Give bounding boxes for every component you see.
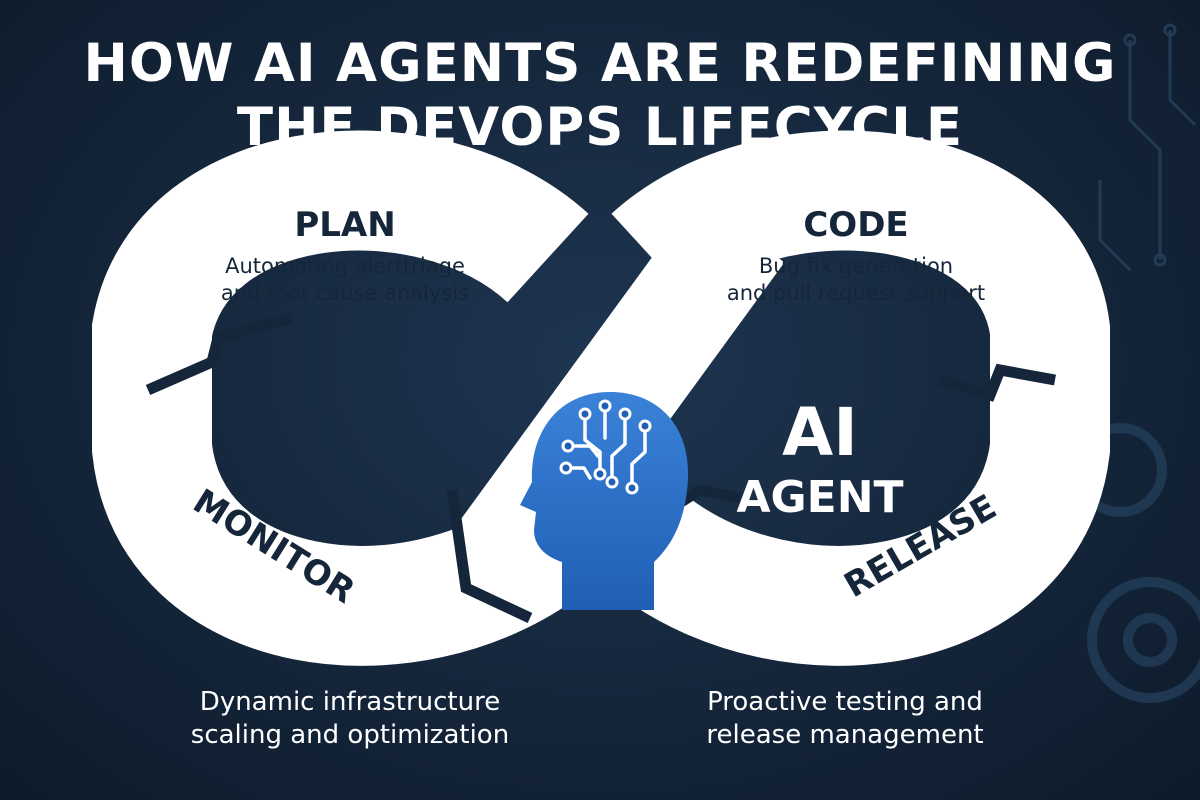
release-caption-line1: Proactive testing and	[707, 687, 983, 717]
monitor-caption: Dynamic infrastructure scaling and optim…	[170, 686, 530, 752]
ai-agent-title-line1: AI	[782, 394, 858, 471]
code-label: CODE	[803, 205, 908, 245]
background-circuit-decoration	[1098, 23, 1197, 272]
ai-agent-title-line2: AGENT	[736, 472, 903, 523]
release-caption: Proactive testing and release management	[665, 686, 1025, 752]
plan-label: PLAN	[294, 205, 395, 245]
title-line1: HOW AI AGENTS ARE REDEFINING	[83, 33, 1117, 94]
page-title: HOW AI AGENTS ARE REDEFINING THE DEVOPS …	[0, 32, 1200, 160]
plan-description-line2: and root cause analysis	[221, 281, 469, 305]
title-line2: THE DEVOPS LIFECYCLE	[236, 97, 964, 158]
left-loop-band	[92, 130, 589, 666]
right-loop-band	[611, 130, 1110, 666]
separator-plan-monitor	[145, 312, 294, 396]
code-description-line1: Bug fix generation	[759, 254, 953, 278]
separator-code-release	[938, 363, 1056, 402]
release-caption-line2: release management	[706, 720, 984, 750]
monitor-caption-line2: scaling and optimization	[190, 720, 510, 750]
separator-monitor-center	[446, 489, 533, 623]
plan-description-line1: Automating alerttriage	[225, 254, 465, 278]
monitor-caption-line1: Dynamic infrastructure	[199, 687, 501, 717]
code-description-line2: and pull request support	[727, 281, 985, 305]
head-circuit-icon	[520, 392, 689, 610]
